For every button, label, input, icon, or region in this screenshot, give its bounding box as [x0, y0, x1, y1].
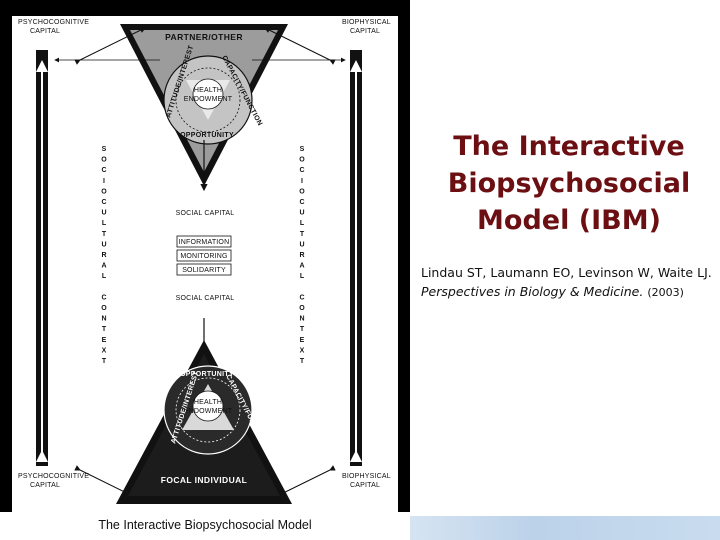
context-letter: O — [101, 157, 107, 164]
context-letter: T — [300, 326, 305, 333]
arrow-top-right — [264, 27, 336, 65]
context-letter: L — [300, 273, 305, 280]
partner-other-triangle: PARTNER/OTHER HEALTH ENDOWMENT ATTITUDE/… — [120, 24, 288, 192]
context-letter: L — [102, 273, 107, 280]
focal-individual-heading: FOCAL INDIVIDUAL — [161, 475, 248, 485]
context-letter: U — [101, 210, 106, 217]
context-letter: I — [103, 178, 105, 185]
context-letter: S — [300, 146, 305, 153]
context-letter: L — [102, 220, 107, 227]
middle-boxes: INFORMATION MONITORING SOLIDARITY — [176, 235, 232, 276]
context-letter: E — [300, 337, 305, 344]
bottom-health-endowment — [192, 390, 224, 422]
bottom-decorative-bar — [410, 516, 720, 540]
context-letter: C — [101, 167, 106, 174]
context-letter: L — [300, 220, 305, 227]
social-capital-top: SOCIAL CAPITAL — [176, 210, 235, 217]
context-letter: S — [102, 146, 107, 153]
svg-text:ENDOWMENT: ENDOWMENT — [184, 96, 233, 103]
svg-text:HEALTH: HEALTH — [194, 87, 222, 94]
context-letter: C — [299, 167, 304, 174]
context-letter: O — [101, 305, 107, 312]
context-letter: U — [299, 241, 304, 248]
context-letter: U — [101, 241, 106, 248]
citation: Lindau ST, Laumann EO, Levinson W, Waite… — [421, 263, 715, 302]
top-health-endowment — [192, 78, 224, 110]
context-letter: T — [300, 231, 305, 238]
context-letter: X — [300, 347, 305, 354]
citation-authors: Lindau ST, Laumann EO, Levinson W, Waite… — [421, 265, 712, 280]
context-letter: T — [300, 358, 305, 365]
svg-text:ENDOWMENT: ENDOWMENT — [184, 408, 233, 415]
box-monitoring: MONITORING — [180, 253, 227, 260]
context-letter: C — [101, 199, 106, 206]
context-letter: O — [101, 188, 107, 195]
focal-individual-triangle: HEALTH ENDOWMENT OPPORTUNITY ATTITUDE/IN… — [116, 340, 292, 504]
context-letter: X — [102, 347, 107, 354]
context-letter: R — [101, 252, 106, 259]
context-letter: A — [299, 263, 304, 270]
context-letter: O — [299, 188, 305, 195]
context-letter: T — [102, 358, 107, 365]
context-letter: T — [102, 326, 107, 333]
context-letter: O — [299, 305, 305, 312]
social-capital-bottom: SOCIAL CAPITAL — [176, 295, 235, 302]
hourglass-background — [0, 0, 410, 16]
context-letter: C — [299, 294, 304, 301]
context-letter: E — [102, 337, 107, 344]
context-letter: N — [101, 316, 106, 323]
figure-caption: The Interactive Biopsychosocial Model — [98, 518, 311, 532]
context-letter: A — [101, 263, 106, 270]
context-letter: I — [301, 178, 303, 185]
slide-title: The Interactive Biopsychosocial Model (I… — [447, 131, 691, 236]
box-information: INFORMATION — [179, 239, 230, 246]
bottom-ring-top-label: OPPORTUNITY — [180, 371, 234, 378]
citation-journal: Perspectives in Biology & Medicine. — [421, 284, 644, 299]
context-letter: N — [299, 316, 304, 323]
context-letter: O — [299, 157, 305, 164]
title-block: The Interactive Biopsychosocial Model (I… — [418, 128, 720, 239]
box-solidarity: SOLIDARITY — [182, 267, 226, 274]
context-letter: R — [299, 252, 304, 259]
partner-other-heading: PARTNER/OTHER — [165, 32, 243, 42]
citation-year: (2003) — [647, 286, 684, 299]
context-letter: U — [299, 210, 304, 217]
svg-text:HEALTH: HEALTH — [194, 399, 222, 406]
top-ring-bottom-label: OPPORTUNITY — [180, 132, 234, 139]
context-letter: C — [299, 199, 304, 206]
context-letter: T — [102, 231, 107, 238]
context-letter: C — [101, 294, 106, 301]
arrow-top-left — [74, 27, 146, 65]
